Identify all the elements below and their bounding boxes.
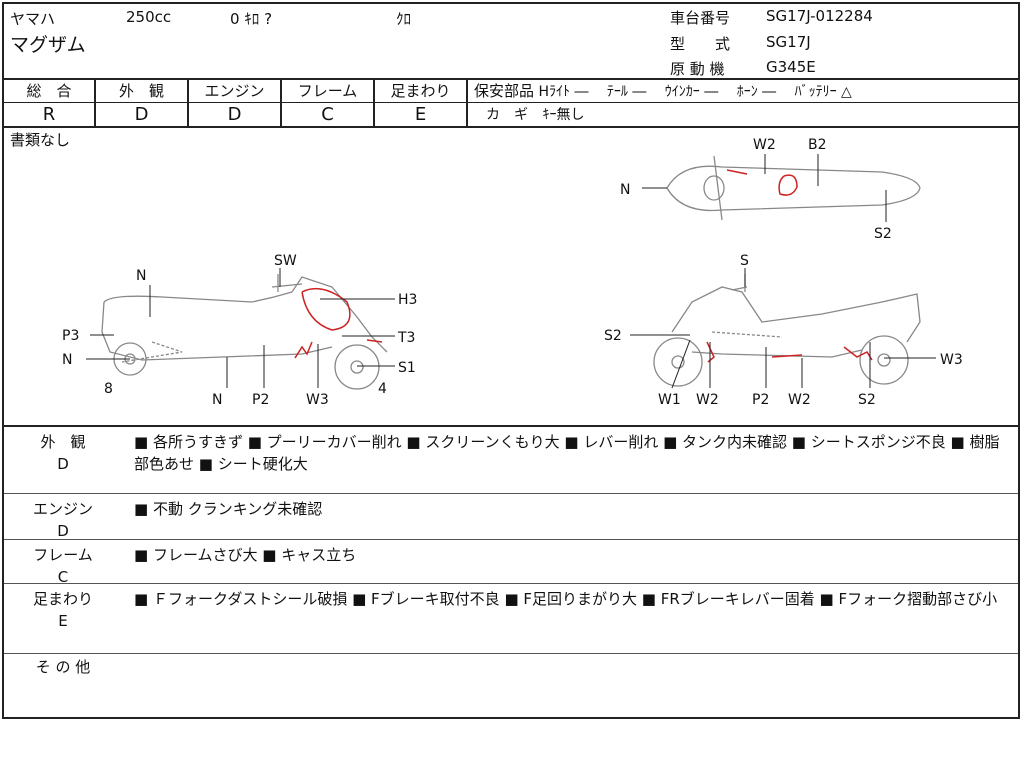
section-text: ■ 不動 クランキング未確認 [134,500,323,518]
svg-text:W3: W3 [940,352,963,368]
svg-text:W2: W2 [788,392,811,408]
svg-text:T3: T3 [397,330,415,346]
type-label: 型 式 [670,35,731,53]
svg-text:P2: P2 [252,392,269,408]
section-text: ■ フレームさび大 ■ キャス立ち [134,546,357,564]
frame-no-label: 車台番号 [670,9,731,27]
svg-text:S: S [740,253,749,269]
frame-no: SG17J-012284 [766,7,873,25]
svg-text:H3: H3 [398,292,417,308]
displacement: 250cc [126,8,172,26]
maker: ヤマハ [10,10,56,28]
documents-note: 書類なし [10,131,71,149]
scooter-top-drawing [666,155,921,221]
svg-text:4: 4 [378,381,387,397]
leader-lines [86,154,936,389]
engine-no: G345E [766,58,816,76]
svg-text:S1: S1 [398,360,416,376]
section-other: そ の 他 [4,653,1018,720]
svg-text:W1: W1 [658,392,681,408]
color: ｸﾛ [396,10,412,28]
svg-text:W3: W3 [306,392,329,408]
svg-text:SW: SW [274,253,297,269]
damage-marks-right [706,341,873,363]
svg-text:S2: S2 [874,226,892,242]
svg-text:N: N [620,182,630,198]
svg-text:N: N [136,268,146,284]
mileage: 0 ｷﾛ ? [230,10,273,28]
svg-text:P2: P2 [752,392,769,408]
divider [4,78,1018,80]
damage-marks-top [726,169,798,196]
svg-text:B2: B2 [808,137,827,153]
section-text: ■ Ｆフォークダストシール破損 ■ Fブレーキ取付不良 ■ F足回りまがり大 ■… [134,590,998,608]
model-name: マグザム [10,34,86,56]
svg-text:8: 8 [104,381,113,397]
svg-text:P3: P3 [62,328,79,344]
svg-text:S2: S2 [604,328,622,344]
divider [4,126,1018,128]
svg-text:S2: S2 [858,392,876,408]
diagram-labels-top: W2 B2 N S2 [620,137,892,242]
safety-items: Hﾗｲﾄ ― ﾃｰﾙ ― ｳｲﾝｶｰ ― ﾎｰﾝ ― ﾊﾞｯﾃﾘｰ △ [538,84,852,100]
section-text: ■ 各所うすきず ■ プーリーカバー削れ ■ スクリーンくもり大 ■ レバー削れ… [134,433,1000,473]
svg-text:N: N [212,392,222,408]
key-value: ｷｰ無し [542,107,585,123]
scooter-side-left-drawing [101,274,388,390]
type: SG17J [766,33,811,51]
damage-marks-left [294,287,383,359]
engine-label: 原 動 機 [670,60,725,78]
safety-parts: 保安部品 Hﾗｲﾄ ― ﾃｰﾙ ― ｳｲﾝｶｰ ― ﾎｰﾝ ― ﾊﾞｯﾃﾘｰ △… [468,80,1018,128]
scooter-side-right-drawing [653,274,921,387]
svg-text:W2: W2 [696,392,719,408]
svg-text:W2: W2 [753,137,776,153]
sheet-frame: ヤマハ 250cc 0 ｷﾛ ? ｸﾛ マグザム 車台番号 SG17J-0122… [2,2,1020,719]
svg-text:N: N [62,352,72,368]
key-label: カ ギ [486,107,528,123]
safety-label: 保安部品 [474,82,535,100]
